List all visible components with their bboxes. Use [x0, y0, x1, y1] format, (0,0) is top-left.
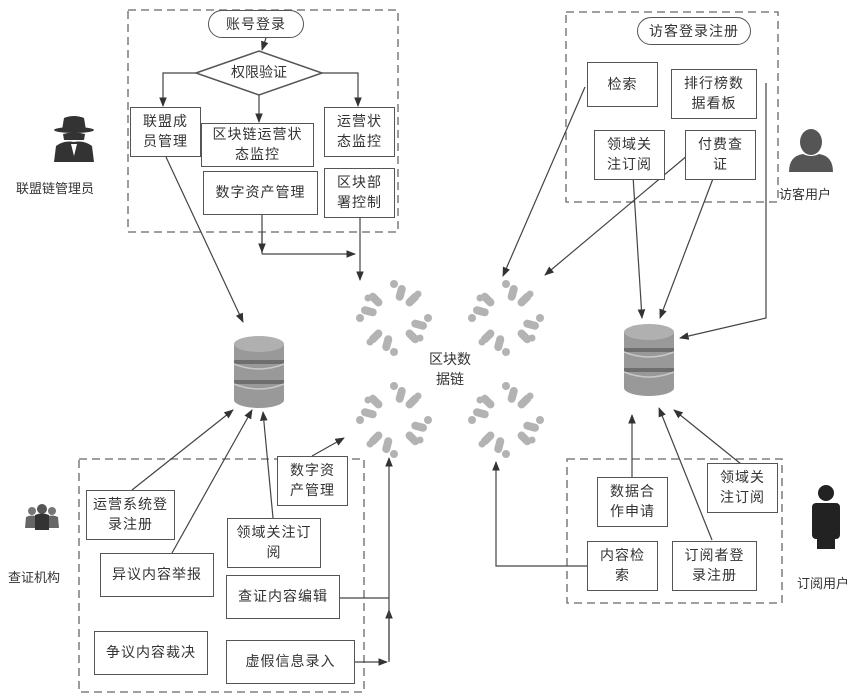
chain-link-icon: [468, 280, 544, 356]
box-line: 区块部: [337, 175, 382, 191]
box-line: 产管理: [290, 483, 335, 499]
box-line: 态监控: [235, 147, 280, 163]
box-line: 据看板: [691, 96, 737, 112]
subscriber-actor-label: 订阅用户: [797, 577, 850, 592]
paid-verify-box[interactable]: 付费查证: [685, 130, 756, 180]
box-line: 作申请: [610, 504, 655, 520]
box-line: 阅: [266, 545, 282, 561]
chain-link-icon: [356, 382, 432, 458]
member-mgmt-box[interactable]: 联盟成员管理: [130, 107, 201, 157]
box-line: 注订阅: [607, 157, 652, 173]
search-box[interactable]: 检索: [587, 62, 658, 107]
box-line: 署控制: [337, 195, 382, 211]
blockchain-label-line2: 据链: [436, 372, 464, 388]
verifier-actor-label: 查证机构: [8, 571, 61, 586]
chain-link-icon: [356, 280, 432, 356]
box-line: 虚假信息录入: [245, 654, 336, 670]
group-people-icon: [25, 504, 59, 530]
box-line: 检索: [607, 76, 638, 93]
subscriber-login-box[interactable]: 订阅者登录注册: [672, 541, 757, 591]
block-deploy-box[interactable]: 区块部署控制: [324, 168, 395, 218]
box-line: 领域关: [607, 137, 652, 153]
visitor-domain-subscribe-box[interactable]: 领域关注订阅: [594, 130, 665, 180]
spy-admin-icon: [54, 116, 94, 162]
ops-login-box[interactable]: 运营系统登录注册: [86, 490, 175, 540]
box-line: 领域关: [720, 470, 765, 486]
box-line: 索: [615, 568, 630, 584]
box-line: 联盟成: [143, 114, 188, 130]
admin-actor-label: 联盟链管理员: [16, 182, 95, 197]
subscriber-panel-frame: [566, 458, 783, 604]
box-line: 排行榜数: [684, 76, 744, 92]
box-line: 证: [713, 157, 728, 173]
false-info-entry-box[interactable]: 虚假信息录入: [226, 640, 355, 684]
account-login-node[interactable]: 账号登录: [208, 10, 304, 38]
verifier-asset-mgmt-box[interactable]: 数字资产管理: [277, 456, 348, 506]
ranking-dashboard-box[interactable]: 排行榜数据看板: [671, 69, 757, 119]
box-line: 区块链运营状: [212, 127, 303, 143]
box-line: 运营状: [337, 114, 382, 130]
database-icon-left: [233, 335, 285, 409]
box-line: 数字资: [290, 463, 335, 479]
subscriber-domain-subscribe-box[interactable]: 领域关注订阅: [707, 463, 778, 513]
box-line: 内容检: [600, 548, 645, 564]
verify-content-edit-box[interactable]: 查证内容编辑: [226, 575, 340, 619]
visitor-panel-frame: [565, 11, 779, 203]
permission-check-label: 权限验证: [231, 65, 287, 81]
content-search-box[interactable]: 内容检索: [587, 541, 658, 591]
box-line: 态监控: [337, 134, 382, 150]
data-coop-apply-box[interactable]: 数据合作申请: [597, 477, 668, 527]
box-line: 争议内容裁决: [106, 645, 196, 661]
blockchain-label-line1: 区块数: [429, 352, 471, 368]
dispute-report-box[interactable]: 异议内容举报: [100, 553, 214, 597]
box-line: 运营系统登: [93, 497, 168, 513]
box-line: 异议内容举报: [112, 567, 202, 583]
digital-asset-mgmt-box[interactable]: 数字资产管理: [203, 171, 318, 215]
ops-monitor-box[interactable]: 运营状态监控: [324, 107, 395, 157]
verifier-domain-subscribe-box[interactable]: 领域关注订阅: [227, 518, 321, 568]
box-line: 录注册: [692, 568, 737, 584]
chain-link-icon: [468, 382, 544, 458]
visitor-login-node[interactable]: 访客登录注册: [637, 17, 751, 45]
box-line: 查证内容编辑: [238, 589, 328, 605]
box-line: 注订阅: [720, 490, 765, 506]
dispute-ruling-box[interactable]: 争议内容裁决: [94, 631, 208, 675]
box-line: 数字资产管理: [215, 185, 306, 201]
user-silhouette-icon: [789, 129, 833, 172]
box-line: 录注册: [108, 517, 153, 533]
box-line: 员管理: [143, 134, 188, 150]
chain-ops-monitor-box[interactable]: 区块链运营状态监控: [201, 123, 314, 167]
box-line: 订阅者登: [684, 548, 745, 564]
visitor-login-label: 访客登录注册: [649, 24, 739, 40]
box-line: 数据合: [610, 484, 655, 500]
box-line: 付费查: [698, 137, 743, 153]
visitor-actor-label: 访客用户: [779, 188, 832, 203]
account-login-label: 账号登录: [226, 17, 286, 33]
blockchain-data-label: 区块数 据链: [428, 350, 472, 390]
database-icon-right: [623, 323, 675, 397]
box-line: 领域关注订: [236, 525, 312, 541]
standing-person-icon: [812, 485, 840, 549]
